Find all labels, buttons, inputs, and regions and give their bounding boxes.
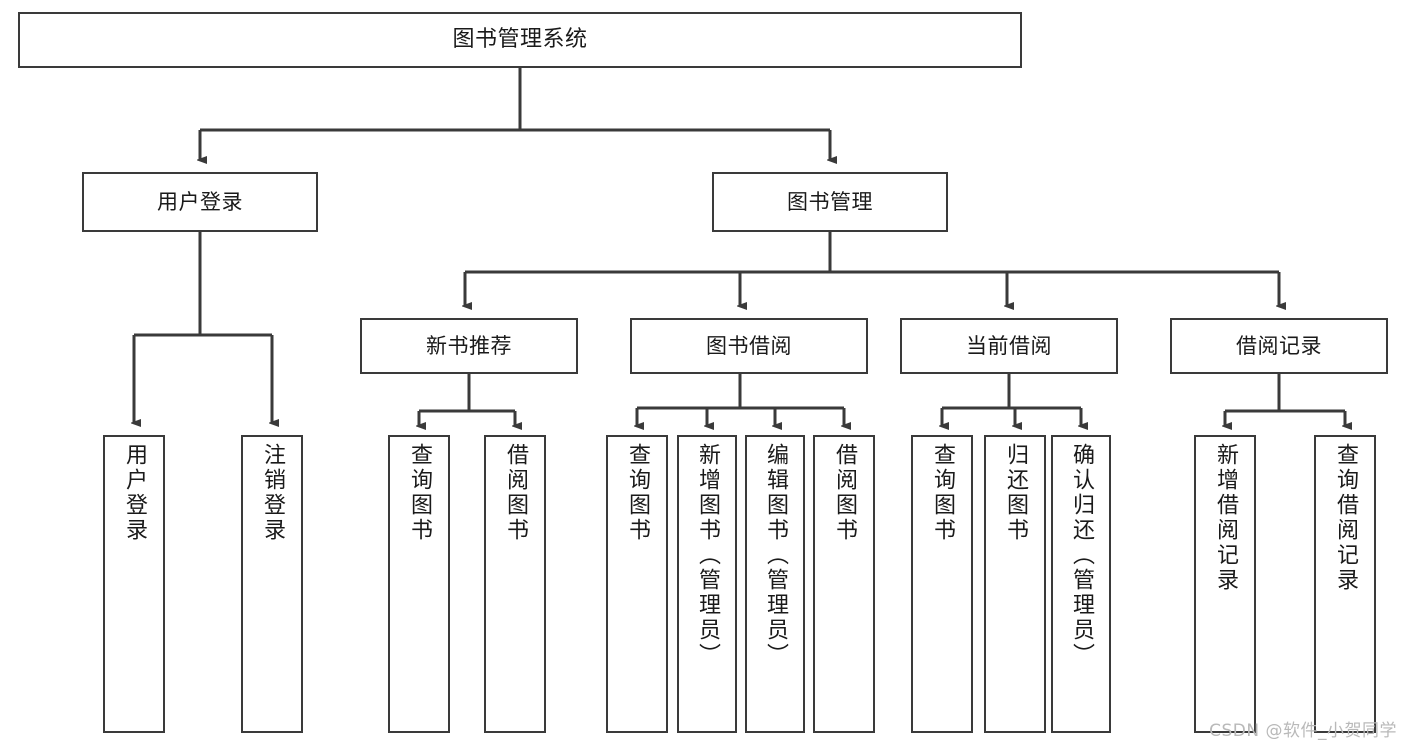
- node-leaf-confirm-return-admin[interactable]: 确认归还（管理员）: [1051, 435, 1111, 733]
- node-current-borrow[interactable]: 当前借阅: [900, 318, 1118, 374]
- node-label: 注销登录: [260, 443, 285, 543]
- node-leaf-add-borrow-record[interactable]: 新增借阅记录: [1194, 435, 1256, 733]
- node-root-system[interactable]: 图书管理系统: [18, 12, 1022, 68]
- node-label: 用户登录: [122, 443, 147, 543]
- node-leaf-query-book-current[interactable]: 查询图书: [911, 435, 973, 733]
- node-label: 用户登录: [157, 189, 243, 214]
- node-leaf-logout[interactable]: 注销登录: [241, 435, 303, 733]
- node-label: 新增借阅记录: [1213, 443, 1238, 593]
- node-label: 查询借阅记录: [1333, 443, 1358, 593]
- node-new-book-recommend[interactable]: 新书推荐: [360, 318, 578, 374]
- node-label: 图书管理系统: [452, 27, 588, 53]
- node-label: 查询图书: [930, 443, 955, 543]
- watermark: CSDN @软件_小贺同学: [1209, 721, 1397, 741]
- node-leaf-add-book-admin[interactable]: 新增图书（管理员）: [677, 435, 737, 733]
- node-label: 确认归还（管理员）: [1069, 443, 1094, 668]
- node-borrow-record[interactable]: 借阅记录: [1170, 318, 1388, 374]
- node-label: 当前借阅: [966, 333, 1052, 358]
- node-book-management[interactable]: 图书管理: [712, 172, 948, 232]
- node-book-borrow[interactable]: 图书借阅: [630, 318, 868, 374]
- node-label: 归还图书: [1003, 443, 1028, 543]
- node-label: 编辑图书（管理员）: [763, 443, 788, 668]
- node-leaf-query-book-recommend[interactable]: 查询图书: [388, 435, 450, 733]
- node-leaf-query-book[interactable]: 查询图书: [606, 435, 668, 733]
- node-label: 借阅图书: [832, 443, 857, 543]
- node-label: 借阅记录: [1236, 333, 1322, 358]
- node-user-login[interactable]: 用户登录: [82, 172, 318, 232]
- node-label: 借阅图书: [503, 443, 528, 543]
- node-label: 图书管理: [787, 189, 873, 214]
- node-label: 查询图书: [625, 443, 650, 543]
- node-leaf-return-book[interactable]: 归还图书: [984, 435, 1046, 733]
- node-label: 新增图书（管理员）: [695, 443, 720, 668]
- node-leaf-borrow-book[interactable]: 借阅图书: [813, 435, 875, 733]
- node-label: 新书推荐: [426, 333, 512, 358]
- node-leaf-edit-book-admin[interactable]: 编辑图书（管理员）: [745, 435, 805, 733]
- node-label: 图书借阅: [706, 333, 792, 358]
- node-leaf-borrow-book-recommend[interactable]: 借阅图书: [484, 435, 546, 733]
- node-leaf-query-borrow-record[interactable]: 查询借阅记录: [1314, 435, 1376, 733]
- node-label: 查询图书: [407, 443, 432, 543]
- node-leaf-user-login[interactable]: 用户登录: [103, 435, 165, 733]
